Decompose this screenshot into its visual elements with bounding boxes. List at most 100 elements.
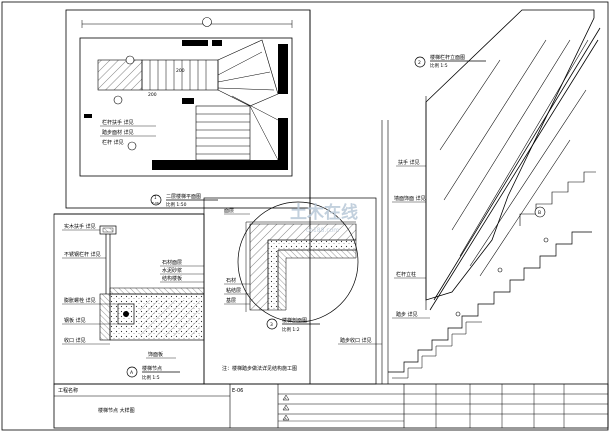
node-leaders — [62, 229, 204, 345]
elevation-title-marker — [414, 56, 426, 68]
node-annotation: 水泥砂浆 — [162, 267, 182, 274]
title-block-sheet-no: E-06 — [232, 388, 243, 394]
revision-triangle — [282, 414, 290, 421]
elevation-callout-letter: B — [538, 210, 541, 216]
node-slab-hatch — [140, 300, 200, 336]
plan-dimension-text: 200 — [148, 92, 157, 98]
stair-elevation-view: 2 楼梯栏杆立面图 比例 1:5 扶手 详见 墙面饰面 详见 栏杆立柱 踏步 详… — [309, 9, 601, 384]
node-view-scale: 比例 1:5 — [142, 374, 160, 381]
plan-annotation: 栏杆 详见 — [102, 139, 124, 146]
plan-title-marker-sheet: E-06 — [152, 201, 159, 205]
node-annotation: 收口 详见 — [64, 337, 86, 344]
watermark-url-text: co188.com — [306, 227, 339, 234]
plan-room-outline — [79, 37, 293, 177]
plan-stair-flight-upper — [141, 59, 219, 91]
node-anchor-plate — [117, 303, 135, 325]
plan-wall-black — [278, 118, 288, 170]
plan-void-diagonal — [231, 95, 279, 121]
plan-title-marker-number: 1 — [154, 195, 157, 200]
elevation-panel-hatch — [439, 39, 589, 277]
plan-annotation: 踏步面材 详见 — [102, 129, 134, 136]
plan-callout-marker — [125, 55, 135, 65]
stair-plan-view: 栏杆扶手 详见 踏步面材 详见 栏杆 详见 200 200 1 E-06 二层楼… — [65, 9, 311, 209]
revision-letter: A — [285, 397, 288, 401]
corner-annotation: 基层 — [226, 297, 236, 304]
revision-triangle — [282, 394, 290, 401]
plan-wall-black — [278, 44, 288, 94]
plan-winder-treads — [217, 39, 279, 107]
elevation-title-marker-number: 2 — [418, 60, 421, 66]
node-title-marker — [126, 366, 138, 378]
node-slab-finish — [109, 287, 205, 295]
title-block-drawing-name: 楼梯节点 大样图 — [98, 407, 135, 414]
plan-frame — [65, 9, 311, 209]
revision-letter: A — [285, 417, 288, 421]
plan-winder-line — [217, 71, 271, 83]
plan-wall-black — [182, 40, 208, 46]
elevation-stair-steps-inner — [392, 321, 482, 379]
elevation-stair-steps — [388, 231, 592, 373]
plan-wall-black — [84, 114, 92, 118]
corner-title-marker-number: 3 — [270, 322, 273, 328]
node-view-title: 楼梯节点 — [142, 365, 162, 372]
corner-view-scale: 比例 1:2 — [282, 326, 300, 333]
node-annotation: 结构楼板 — [162, 275, 182, 282]
elevation-stringer — [433, 27, 601, 301]
plan-winder-line — [217, 87, 275, 91]
plan-winder-line — [217, 51, 263, 76]
elevation-view-title: 楼梯栏杆立面图 — [430, 54, 465, 61]
corner-title-marker — [266, 318, 278, 330]
plan-wall-black — [182, 98, 194, 104]
revision-letter: A — [285, 407, 288, 411]
node-title-marker-letter: A — [130, 370, 134, 376]
corner-view-title: 楼梯剖面图 — [282, 317, 307, 324]
revision-triangle — [282, 404, 290, 411]
plan-section-marker-top — [202, 17, 212, 27]
node-side-wall — [99, 293, 111, 341]
plan-void-diagonal — [249, 105, 279, 161]
elevation-annotation: 踏步 详见 — [396, 311, 418, 318]
watermark-logo-text: 土木在线 — [290, 202, 358, 223]
node-annotation: 膨胀螺栓 详见 — [64, 297, 96, 304]
handrail-node-view: 实木扶手 详见 不锈钢栏杆 详见 膨胀螺栓 详见 钢板 详见 收口 详见 石材面… — [53, 213, 205, 385]
title-block: 工程名称 楼梯节点 大样图 E-06 A A A — [53, 383, 609, 429]
elevation-view-scale: 比例 1:5 — [430, 62, 448, 69]
elevation-stringer — [429, 39, 599, 311]
corner-leaders — [224, 213, 250, 305]
plan-callout-marker — [113, 95, 123, 105]
node-annotation: 钢板 详见 — [64, 317, 86, 324]
node-handrail-cap-inner — [102, 227, 114, 233]
elevation-fixing-point — [455, 311, 461, 317]
elevation-wall-panel — [425, 9, 595, 301]
node-annotation: 实木扶手 详见 — [64, 223, 96, 230]
title-block-project-label: 工程名称 — [58, 387, 78, 394]
plan-stair-flight-lower — [195, 105, 251, 161]
node-annotation: 石材面层 — [162, 259, 182, 266]
corner-note: 注：楼梯踏步做法详见结构施工图 — [222, 365, 297, 372]
elevation-annotation: 墙面饰面 详见 — [394, 195, 426, 202]
corner-detail-view: 面层 石材 粘结层 基层 土木在线 co188.com 3 楼梯剖面图 比例 1… — [203, 197, 377, 385]
plan-wall-black — [212, 40, 222, 46]
elevation-callout-marker — [534, 206, 546, 218]
node-annotation: 不锈钢栏杆 详见 — [64, 251, 101, 258]
plan-stair-treads-upper — [149, 60, 207, 90]
plan-title-marker — [150, 194, 162, 206]
plan-stair-treads-lower — [196, 113, 250, 155]
elevation-fixing-point — [497, 267, 503, 273]
plan-wall-black — [152, 160, 278, 170]
corner-annotation: 石材 — [226, 277, 236, 284]
elevation-annotation: 扶手 详见 — [398, 159, 420, 166]
corner-layer-outer — [249, 223, 357, 311]
plan-annotation: 栏杆扶手 详见 — [102, 119, 134, 126]
corner-annotation: 粘结层 — [226, 287, 241, 294]
plan-view-scale: 比例 1:50 — [166, 201, 187, 208]
corner-layer-inner — [277, 249, 357, 311]
elevation-annotation: 栏杆立柱 — [396, 271, 416, 278]
plan-landing-hatch — [97, 59, 143, 91]
title-block-frame — [53, 383, 609, 429]
plan-dimension-text: 200 — [176, 68, 185, 74]
corner-annotation: 面层 — [224, 208, 234, 214]
plan-callout-marker — [127, 141, 137, 151]
